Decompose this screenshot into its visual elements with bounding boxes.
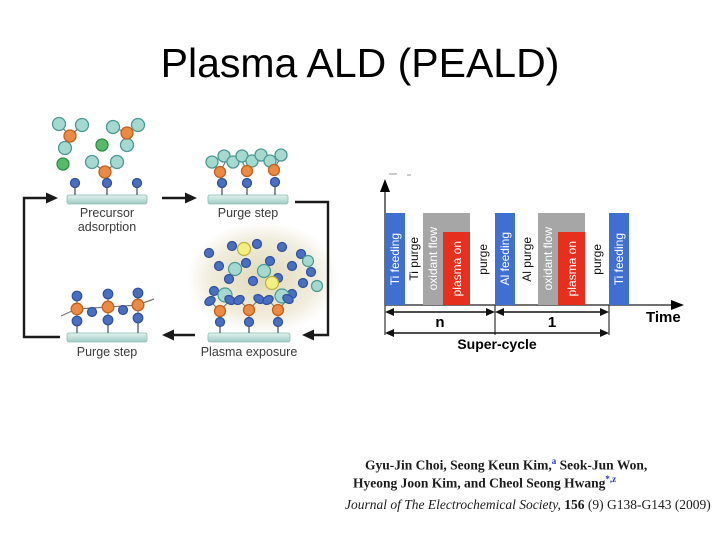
page-title: Plasma ALD (PEALD) [160, 40, 560, 86]
pulse-plasma-on-2: plasma on [558, 232, 585, 305]
label-oxidant-flow-2: oxidant flow [541, 227, 555, 291]
citation-journal-name: Journal of The Electrochemical Society, [345, 496, 561, 512]
timing-axes [380, 173, 684, 337]
ald-cycle-diagram: Precursor adsorption Purge step Plasma e… [20, 110, 340, 372]
pulse-plasma-on-1: plasma on [443, 232, 470, 305]
step-label-purge-bottom: Purge step [76, 345, 138, 359]
citation-authors2-text: Hyeong Joon Kim, and Cheol Seong Hwang [353, 475, 606, 491]
pulse-ti-feeding-1: Ti feeding [385, 213, 405, 305]
precursor-adsorption-molecules [51, 116, 146, 195]
cycle-count-arrows [385, 308, 609, 337]
step-label-precursor-adsorption: Precursor adsorption [77, 206, 137, 234]
citation-authors-line2: Hyeong Joon Kim, and Cheol Seong Hwang*,… [353, 474, 713, 492]
cycle-count-n: n [435, 314, 445, 331]
gap-purge-2: purge [590, 243, 604, 275]
gap-purge-1: purge [475, 243, 490, 275]
label-oxidant-flow-1: oxidant flow [426, 227, 440, 291]
pulse-al-feeding: Al feeding [495, 213, 515, 305]
cycle-count-one: 1 [547, 314, 557, 331]
purge-step-bottom-molecules [60, 287, 155, 333]
citation-authors1-cont: Seok-Jun Won, [556, 457, 648, 473]
y-axis-arrowhead [380, 179, 390, 192]
gap-ti-purge: Ti purge [407, 237, 421, 281]
super-cycle-label: Super-cycle [457, 336, 537, 352]
step-label-plasma-exposure: Plasma exposure [200, 345, 298, 359]
substrates [66, 194, 291, 343]
x-axis-arrowhead [671, 300, 684, 310]
citation-journal-line: Journal of The Electrochemical Society, … [345, 497, 713, 513]
citation-authors-line1: Gyu-Jin Choi, Seong Keun Kim,a Seok-Jun … [365, 456, 713, 474]
citation-authors2-sup: *,z [605, 474, 617, 485]
citation-authors1-sup: a [551, 456, 557, 466]
purge-step-top-molecules [205, 148, 288, 195]
citation-block: Gyu-Jin Choi, Seong Keun Kim,a Seok-Jun … [345, 456, 713, 513]
pulse-ti-feeding-2: Ti feeding [609, 213, 629, 305]
gap-al-purge: Al purge [519, 236, 534, 282]
time-axis-label: Time [646, 309, 681, 326]
plasma-exposure-molecules [203, 238, 324, 333]
citation-journal-volume: 156 [564, 496, 585, 512]
step-label-purge-top: Purge step [217, 206, 279, 220]
cycle-arrows [22, 192, 330, 341]
ald-cycle-graphics [22, 116, 339, 343]
citation-authors1-text: Gyu-Jin Choi, Seong Keun Kim, [365, 457, 552, 473]
citation-journal-rest: (9) G138-G143 (2009) [587, 496, 711, 512]
peald-timing-diagram: Ti feeding Ti purge plasma on oxidant fl… [363, 168, 713, 368]
